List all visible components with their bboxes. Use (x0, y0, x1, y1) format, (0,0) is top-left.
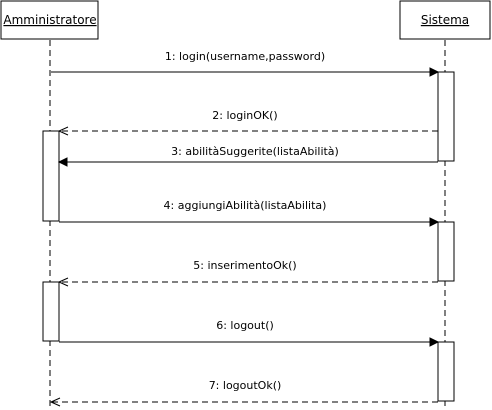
activation-sistema-1 (437, 71, 455, 162)
message-aggiungi-abilita: 4: aggiungiAbilità(listaAbilita) (59, 199, 440, 227)
actor-amministratore-box (0, 0, 99, 40)
message-inserimento-ok: 5: inserimentoOk() (57, 259, 438, 287)
message-abilita-suggerite: 3: abilitàSuggerite(listaAbilità) (57, 145, 438, 167)
message-logout-arrowhead (429, 337, 440, 347)
message-loginok-arrowhead (57, 126, 69, 136)
activation-sistema-2 (437, 221, 455, 282)
actor-amministratore-label: Amministratore (3, 13, 96, 27)
activation-amministratore-1 (42, 130, 60, 222)
message-abilita-suggerite-label: 3: abilitàSuggerite(listaAbilità) (171, 145, 339, 158)
message-loginok-label: 2: loginOK() (212, 109, 277, 122)
message-aggiungi-abilita-label: 4: aggiungiAbilità(listaAbilita) (164, 199, 327, 212)
message-login-arrowhead (429, 67, 440, 77)
actor-sistema: Sistema (399, 0, 491, 40)
message-login-label: 1: login(username,password) (165, 50, 325, 63)
actor-amministratore: Amministratore (0, 0, 99, 40)
activation-amministratore-2 (42, 281, 60, 342)
message-logout: 6: logout() (59, 319, 440, 347)
message-inserimento-ok-arrowhead (57, 277, 69, 287)
message-logout-ok-label: 7: logoutOk() (209, 379, 282, 392)
message-login: 1: login(username,password) (51, 50, 440, 77)
actor-sistema-label: Sistema (421, 13, 469, 27)
message-logout-ok-arrowhead (49, 397, 61, 407)
message-loginok: 2: loginOK() (57, 109, 438, 136)
activation-sistema-3 (437, 341, 455, 402)
actor-sistema-box (399, 0, 491, 40)
message-aggiungi-abilita-arrowhead (429, 217, 440, 227)
message-abilita-suggerite-arrowhead (57, 157, 68, 167)
message-inserimento-ok-label: 5: inserimentoOk() (193, 259, 296, 272)
message-logout-label: 6: logout() (216, 319, 274, 332)
message-logout-ok: 7: logoutOk() (49, 379, 438, 407)
